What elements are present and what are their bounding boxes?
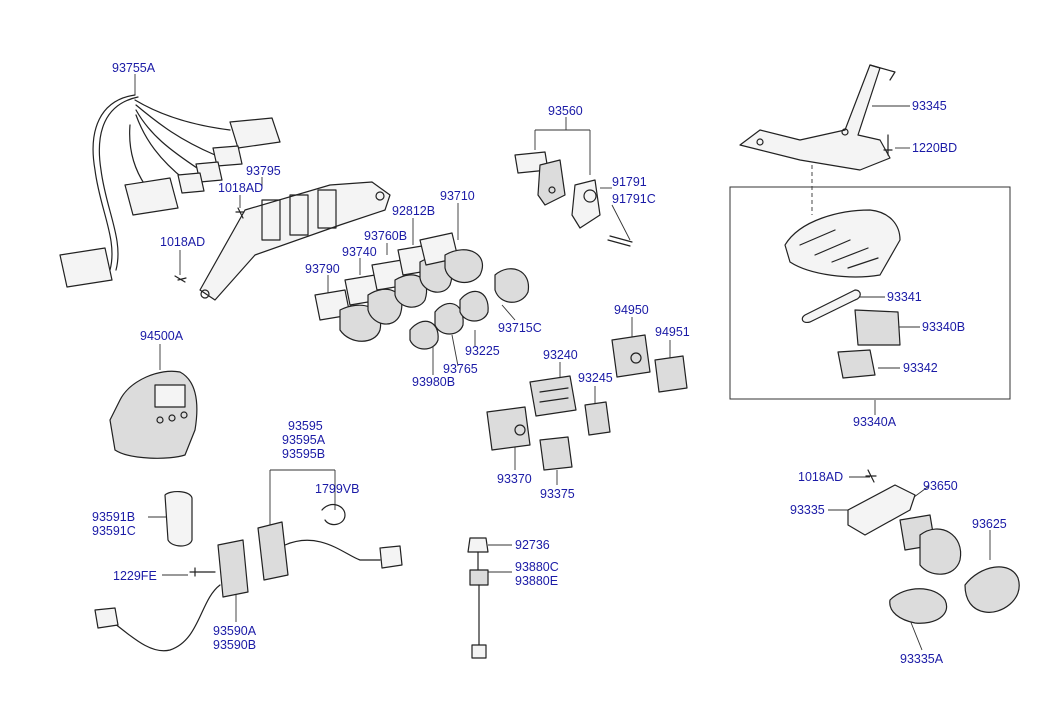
label-93650: 93650 [923, 479, 958, 493]
label-93340a: 93340A [853, 415, 897, 429]
label-93240: 93240 [543, 348, 578, 362]
label-93625: 93625 [972, 517, 1007, 531]
switch-94950 [611, 334, 651, 378]
console-94500a [109, 370, 198, 459]
label-94951: 94951 [655, 325, 690, 339]
assembly-box-93340a [729, 186, 1011, 400]
label-93760b: 93760B [364, 229, 407, 243]
label-1220bd: 1220BD [912, 141, 957, 155]
label-1799vb: 1799VB [315, 482, 359, 496]
lamp-assembly-93340a [784, 209, 901, 379]
label-93795: 93795 [246, 164, 281, 178]
switch-cluster [314, 232, 530, 350]
label-1018ad-a: 1018AD [218, 181, 263, 195]
label-94950: 94950 [614, 303, 649, 317]
label-94500a: 94500A [140, 329, 184, 343]
label-93590a: 93590A [213, 624, 257, 638]
label-93591c: 93591C [92, 524, 136, 538]
switch-94951 [654, 355, 688, 393]
label-93790: 93790 [305, 262, 340, 276]
switch-93375 [539, 436, 573, 471]
label-93595a: 93595A [282, 433, 326, 447]
label-93715c: 93715C [498, 321, 542, 335]
harness-93595 [94, 491, 403, 652]
label-93341: 93341 [887, 290, 922, 304]
label-93755a: 93755A [112, 61, 156, 75]
label-93370: 93370 [497, 472, 532, 486]
label-92812b: 92812B [392, 204, 435, 218]
bracket-93795 [174, 181, 391, 301]
label-93335: 93335 [790, 503, 825, 517]
label-91791: 91791 [612, 175, 647, 189]
switch-93370 [486, 406, 531, 451]
label-93740: 93740 [342, 245, 377, 259]
label-93591b: 93591B [92, 510, 135, 524]
label-93375: 93375 [540, 487, 575, 501]
switch-93245 [584, 401, 611, 436]
label-93595b: 93595B [282, 447, 325, 461]
label-93880e: 93880E [515, 574, 558, 588]
wiring-harness-93755a [59, 94, 281, 288]
label-93225: 93225 [465, 344, 500, 358]
label-93342: 93342 [903, 361, 938, 375]
label-93595: 93595 [288, 419, 323, 433]
label-93340b: 93340B [922, 320, 965, 334]
lamp-group-93650 [847, 469, 1020, 624]
label-93345: 93345 [912, 99, 947, 113]
label-91791c: 91791C [612, 192, 656, 206]
label-93245: 93245 [578, 371, 613, 385]
lamp-bracket-93345 [739, 64, 896, 171]
label-1229fe: 1229FE [113, 569, 157, 583]
switch-93240 [529, 375, 577, 417]
label-93980b: 93980B [412, 375, 455, 389]
label-93710: 93710 [440, 189, 475, 203]
label-93590b: 93590B [213, 638, 256, 652]
label-93335a: 93335A [900, 652, 944, 666]
label-92736: 92736 [515, 538, 550, 552]
part-labels: 93755A 93795 1018AD 1018AD 93710 92812B … [92, 61, 1007, 666]
label-1018ad-b: 1018AD [160, 235, 205, 249]
label-93765: 93765 [443, 362, 478, 376]
label-93560: 93560 [548, 104, 583, 118]
door-switch-93560 [514, 151, 633, 247]
label-1018ad-c: 1018AD [798, 470, 843, 484]
bulb-socket-92736 [467, 537, 489, 659]
label-93880c: 93880C [515, 560, 559, 574]
leader-lines [134, 74, 991, 651]
